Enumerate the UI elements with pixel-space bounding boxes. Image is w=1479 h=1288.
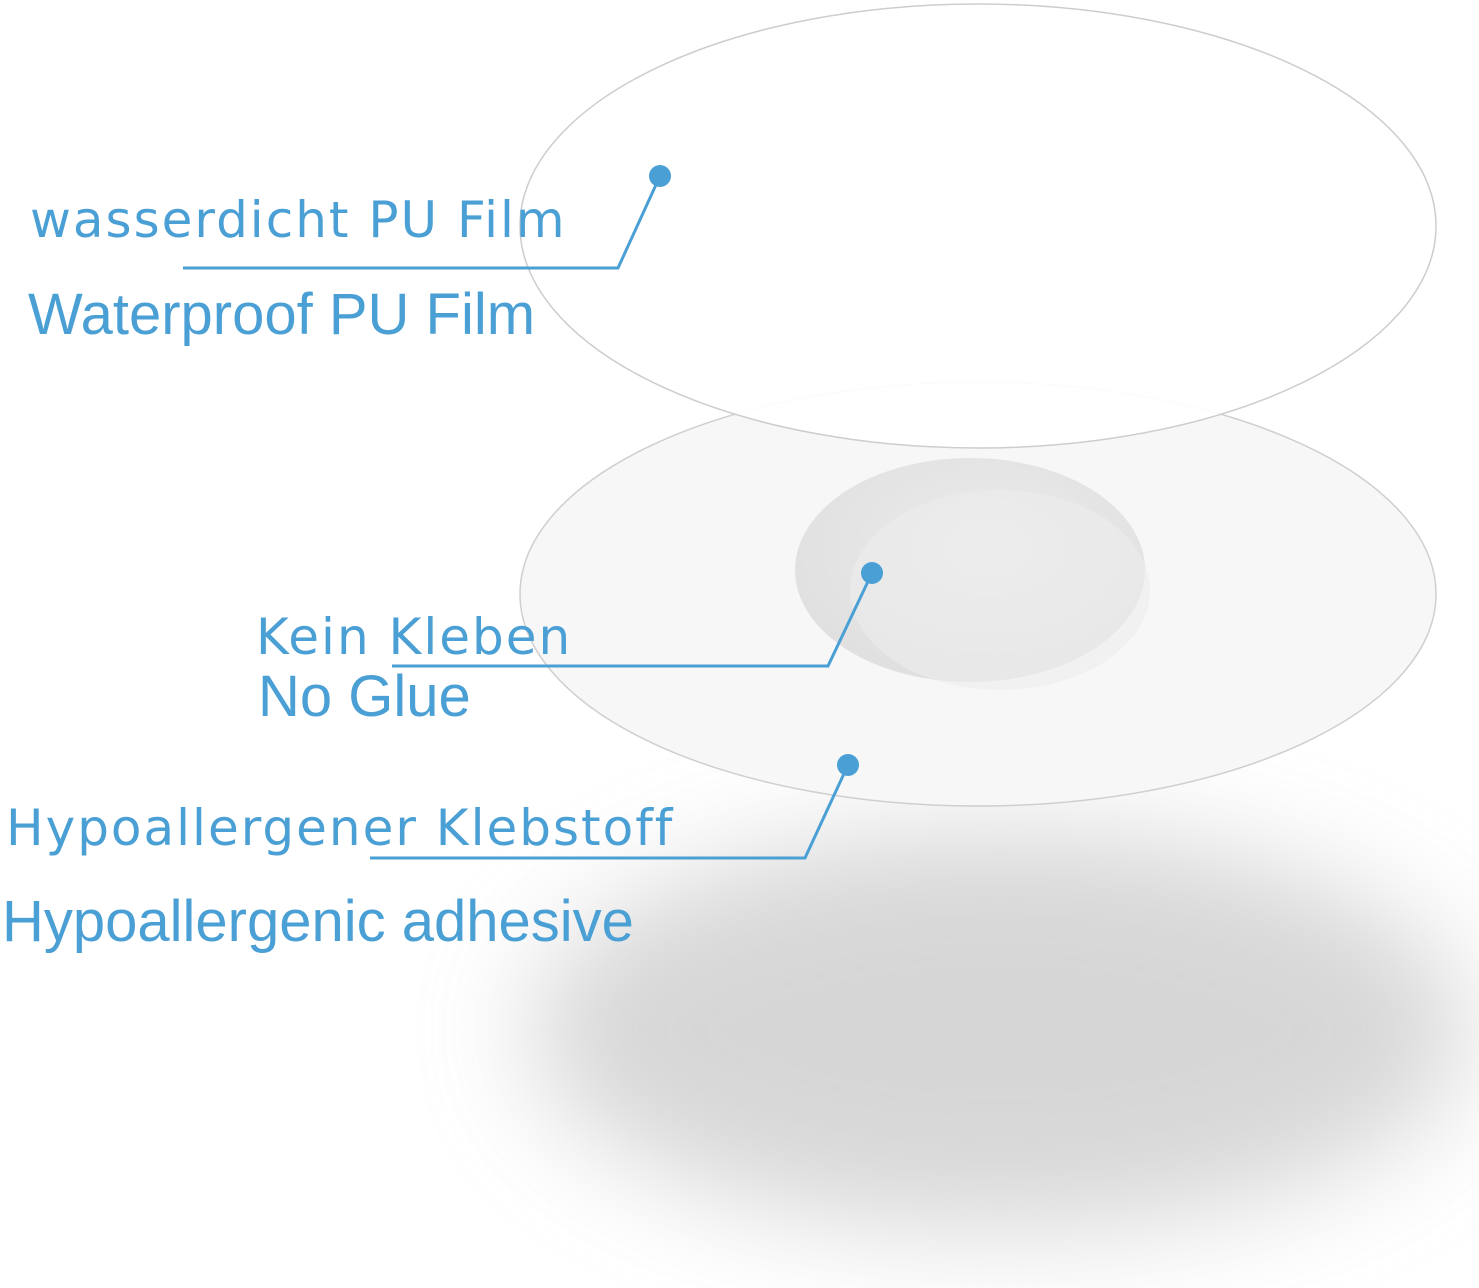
adhesive-label-german: Hypoallergener Klebstoff [6,799,675,857]
marker-dot-icon [649,165,671,187]
marker-dot-icon [861,562,883,584]
leader-adhesive [370,754,859,860]
pu-film-disc [519,3,1437,449]
film-label-german: wasserdicht PU Film [30,191,567,249]
marker-dot-icon [837,754,859,776]
drop-shadow [530,830,1470,1230]
leader-noglue [392,562,883,668]
adhesive-label-english: Hypoallergenic adhesive [2,889,634,954]
leader-film [183,165,671,270]
no-glue-label-english: No Glue [258,664,471,729]
no-glue-label-german: Kein Kleben [256,608,573,666]
no-glue-pad-highlight [850,490,1150,690]
film-label-english: Waterproof PU Film [28,282,536,347]
